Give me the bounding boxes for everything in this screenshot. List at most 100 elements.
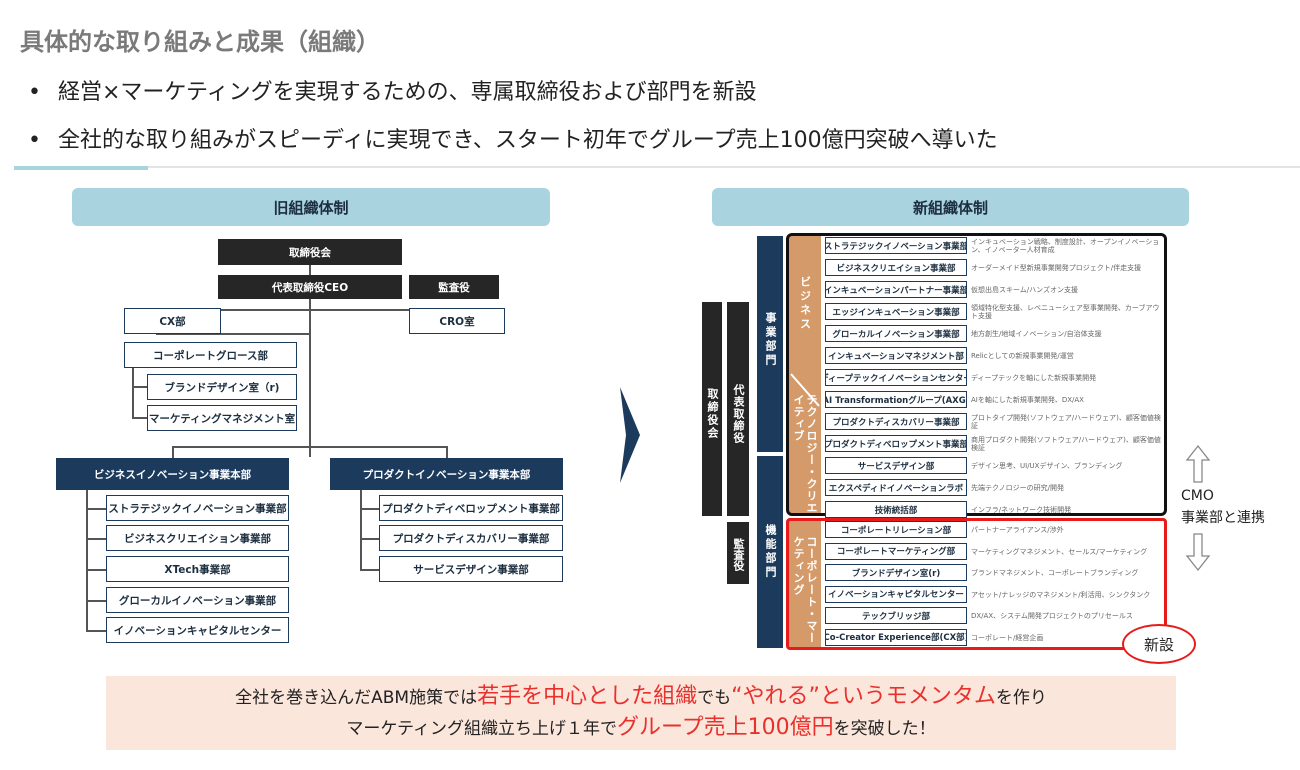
connector xyxy=(446,446,448,458)
bullet-mark: • xyxy=(28,80,41,105)
new-unit-name: Co-Creator Experience部(CX部) xyxy=(825,628,967,646)
new-unit-desc: オーダーメイド型新規事業開発プロジェクト/伴走支援 xyxy=(971,264,1142,272)
old-biz-unit: XTech事業部 xyxy=(106,556,289,582)
cmo-label: CMO xyxy=(1181,488,1214,504)
biz-division-vertical: 事業部門 xyxy=(757,236,783,452)
tech-stripe: テクノロジー・クリエイティブ xyxy=(789,378,821,514)
new-corp-frame xyxy=(786,518,1167,650)
connector xyxy=(86,630,106,632)
new-unit-desc: 地方創生/地域イノベーション/自治体支援 xyxy=(971,330,1102,338)
connector xyxy=(309,299,311,457)
new-unit-desc: インフラ/ネットワーク技術開発 xyxy=(971,506,1072,514)
old-biz-unit: イノベーションキャピタルセンター xyxy=(106,617,289,643)
cmo-link-label: 事業部と連携 xyxy=(1181,510,1265,526)
new-unit-desc: Relicとしての新規事業開発/運営 xyxy=(971,352,1074,360)
connector xyxy=(132,417,147,419)
new-org-header: 新組織体制 xyxy=(712,188,1189,226)
new-unit-desc: 領域特化型支援、レベニューシェア型事業開発、カーブアウト支援 xyxy=(971,304,1160,320)
new-unit-name: ストラテジックイノベーション事業部 xyxy=(825,237,967,254)
connector xyxy=(86,569,106,571)
new-unit-name: エッジインキュベーション事業部 xyxy=(825,303,967,320)
corp-stripe: コーポレート・マーケティング xyxy=(789,518,821,648)
new-unit-desc: パートナーアライアンス/渉外 xyxy=(971,526,1064,534)
new-unit-name: サービスデザイン部 xyxy=(825,457,967,474)
new-unit-name: 技術統括部 xyxy=(825,501,967,518)
connector xyxy=(86,538,106,540)
business-frame xyxy=(786,233,1167,516)
brand-design-box: ブランドデザイン室（r) xyxy=(147,374,297,400)
auditor-box: 監査役 xyxy=(409,275,499,299)
new-unit-name: ディープテックイノベーションセンター xyxy=(825,369,967,386)
mkt-mgmt-box: マーケティングマネジメント室 xyxy=(147,405,297,431)
new-unit-name: プロダクトディスカバリー事業部 xyxy=(825,413,967,430)
old-biz-unit: ビジネスクリエイション事業部 xyxy=(106,525,289,551)
board-box: 取締役会 xyxy=(218,239,402,265)
connector xyxy=(360,508,379,510)
connector xyxy=(360,490,362,570)
cro-box: CRO室 xyxy=(409,308,505,334)
new-unit-desc: 先端テクノロジーの研究/開発 xyxy=(971,484,1064,492)
summary-line-1: 全社を巻き込んだABM施策では若手を中心とした組織でも“やれる”というモメンタム… xyxy=(235,684,1047,709)
connector xyxy=(172,446,174,458)
old-org-header: 旧組織体制 xyxy=(72,188,550,226)
board-vertical: 取締役会 xyxy=(702,302,722,516)
connector xyxy=(86,600,106,602)
new-unit-desc: インキュベーション戦略、制度設計、オープンイノベーション、イノベーター人材育成 xyxy=(971,238,1160,254)
new-unit-desc: 仮想出島スキーム/ハンズオン支援 xyxy=(971,286,1079,294)
new-unit-name: テックブリッジ部 xyxy=(825,607,967,624)
new-unit-name: イノベーションキャピタルセンター xyxy=(825,585,967,603)
new-unit-desc: アセット/ナレッジのマネジメント/利活用、シンクタンク xyxy=(971,590,1151,599)
new-unit-desc: マーケティングマネジメント、セールス/マーケティング xyxy=(971,547,1148,556)
new-unit-desc: デザイン思考、UI/UXデザイン、ブランディング xyxy=(971,462,1123,470)
new-unit-name: ブランドデザイン室(r) xyxy=(825,564,967,581)
auditor-vertical: 監査役 xyxy=(727,522,749,584)
new-unit-name: コーポレートマーケティング部 xyxy=(825,542,967,560)
new-unit-desc: ディープテックを軸にした新規事業開発 xyxy=(971,374,1097,382)
new-badge: 新設 xyxy=(1122,624,1196,664)
transition-arrow-icon xyxy=(620,387,640,483)
old-biz-unit: グローカルイノベーション事業部 xyxy=(106,587,289,613)
new-unit-name: コーポレートリレーション部 xyxy=(825,521,967,538)
new-unit-name: プロダクトディベロップメント事業部 xyxy=(825,435,967,452)
stripe-divider xyxy=(790,373,820,407)
divider-accent xyxy=(14,166,148,170)
old-prod-unit: プロダクトディスカバリー事業部 xyxy=(379,525,563,551)
new-unit-desc: ブランドマネジメント、コーポレートブランディング xyxy=(971,569,1139,577)
connector xyxy=(156,333,310,335)
bullet-mark: • xyxy=(28,128,41,153)
connector xyxy=(86,490,88,631)
new-unit-name: グローカルイノベーション事業部 xyxy=(825,325,967,342)
old-prod-unit: サービスデザイン事業部 xyxy=(379,556,563,582)
new-unit-name: インキュベーションパートナー事業部 xyxy=(825,281,967,298)
ceo-vertical: 代表取締役 xyxy=(727,302,749,516)
new-unit-desc: 商用プロダクト開発(ソフトウェア/ハードウェア)、顧客価値検証 xyxy=(971,436,1161,452)
new-unit-name: エクスペディドイノベーションラボ xyxy=(825,479,967,496)
bullet-1: •経営×マーケティングを実現するための、専属取締役および部門を新設 xyxy=(28,80,757,105)
corp-growth-box: コーポレートグロース部 xyxy=(124,342,297,368)
new-unit-name: AI Transformationグループ(AXG) xyxy=(825,391,967,408)
connector xyxy=(154,309,456,311)
connector xyxy=(360,538,379,540)
old-biz-unit: ストラテジックイノベーション事業部 xyxy=(106,495,289,521)
cx-box: CX部 xyxy=(124,308,221,334)
connector xyxy=(172,446,447,448)
old-prod-unit: プロダクトディベロップメント事業部 xyxy=(379,495,563,521)
connector xyxy=(132,368,134,418)
ceo-box: 代表取締役CEO xyxy=(218,275,402,299)
biz-innov-hq-box: ビジネスイノベーション事業本部 xyxy=(56,458,289,490)
cmo-link-arrows-icon xyxy=(1185,444,1211,572)
page-title: 具体的な取り組みと成果（組織） xyxy=(20,28,380,56)
new-unit-name: ビジネスクリエイション事業部 xyxy=(825,259,967,276)
divider xyxy=(14,166,1300,168)
new-unit-desc: プロトタイプ開発(ソフトウェア/ハードウェア)、顧客価値検証 xyxy=(971,414,1161,430)
prod-innov-hq-box: プロダクトイノベーション事業本部 xyxy=(330,458,563,490)
connector xyxy=(132,386,147,388)
business-stripe: ビジネス xyxy=(789,236,821,378)
connector xyxy=(309,265,311,275)
bullet-2: •全社的な取り組みがスピーディに実現でき、スタート初年でグループ売上100億円突… xyxy=(28,128,998,153)
new-unit-desc: DX/AX、システム開発プロジェクトのプリセールス xyxy=(971,612,1133,620)
connector xyxy=(360,569,379,571)
new-unit-desc: コーポレート/経営企画 xyxy=(971,633,1044,642)
new-unit-desc: AIを軸にした新規事業開発、DX/AX xyxy=(971,396,1084,404)
new-unit-name: インキュベーションマネジメント部 xyxy=(825,347,967,364)
